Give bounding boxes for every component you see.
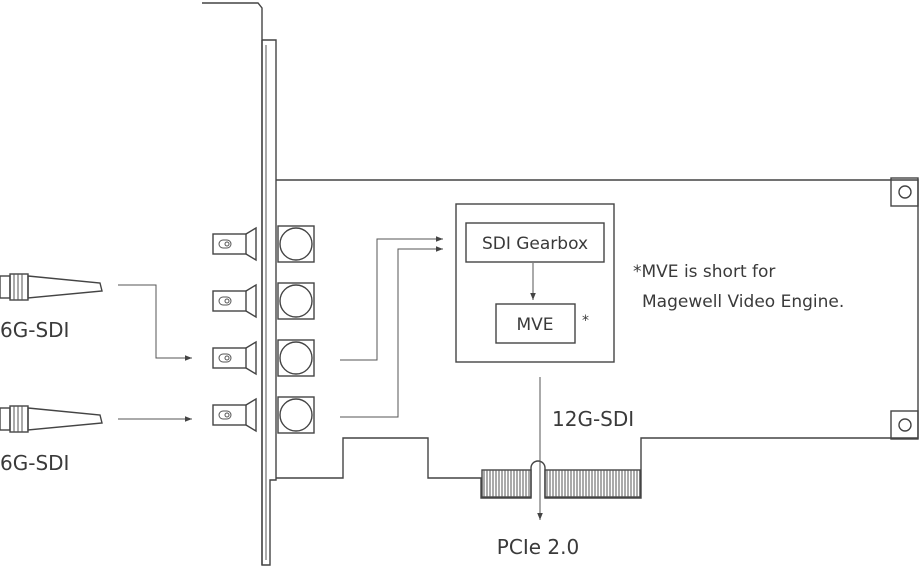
mve-label: MVE xyxy=(516,315,553,335)
mounting-hole-top xyxy=(890,177,919,207)
sdi-gearbox-label: SDI Gearbox xyxy=(482,234,588,254)
signal-line-to-gearbox-2 xyxy=(340,246,443,418)
bnc-connector-2 xyxy=(212,282,315,320)
pcb-board xyxy=(276,179,919,499)
bnc-connectors xyxy=(212,225,315,434)
pcie-gold-fingers-left xyxy=(481,469,532,498)
input-arrow-top xyxy=(118,284,192,361)
mounting-bracket xyxy=(202,2,277,566)
pcie-label: PCIe 2.0 xyxy=(497,535,579,559)
mve-note-line2: Magewell Video Engine. xyxy=(642,292,844,312)
sdi-cable-bottom xyxy=(0,405,103,433)
mounting-hole-bottom xyxy=(890,410,919,440)
sdi-cable-top xyxy=(0,273,103,301)
bnc-connector-3 xyxy=(212,339,315,377)
mve-asterisk: * xyxy=(582,313,589,329)
bnc-connector-1 xyxy=(212,225,315,263)
pcie-gold-fingers-right xyxy=(544,469,641,498)
mve-note-line1: *MVE is short for xyxy=(633,262,775,282)
mve-box xyxy=(495,303,576,344)
sdi-gearbox-box xyxy=(465,222,605,263)
input-label-bottom: 6G-SDI xyxy=(0,451,69,475)
signal-line-to-gearbox-1 xyxy=(340,236,443,361)
processing-block xyxy=(455,203,615,363)
input-label-top: 6G-SDI xyxy=(0,318,69,342)
bnc-connector-4 xyxy=(212,396,315,434)
bus-signal-label: 12G-SDI xyxy=(552,407,634,431)
